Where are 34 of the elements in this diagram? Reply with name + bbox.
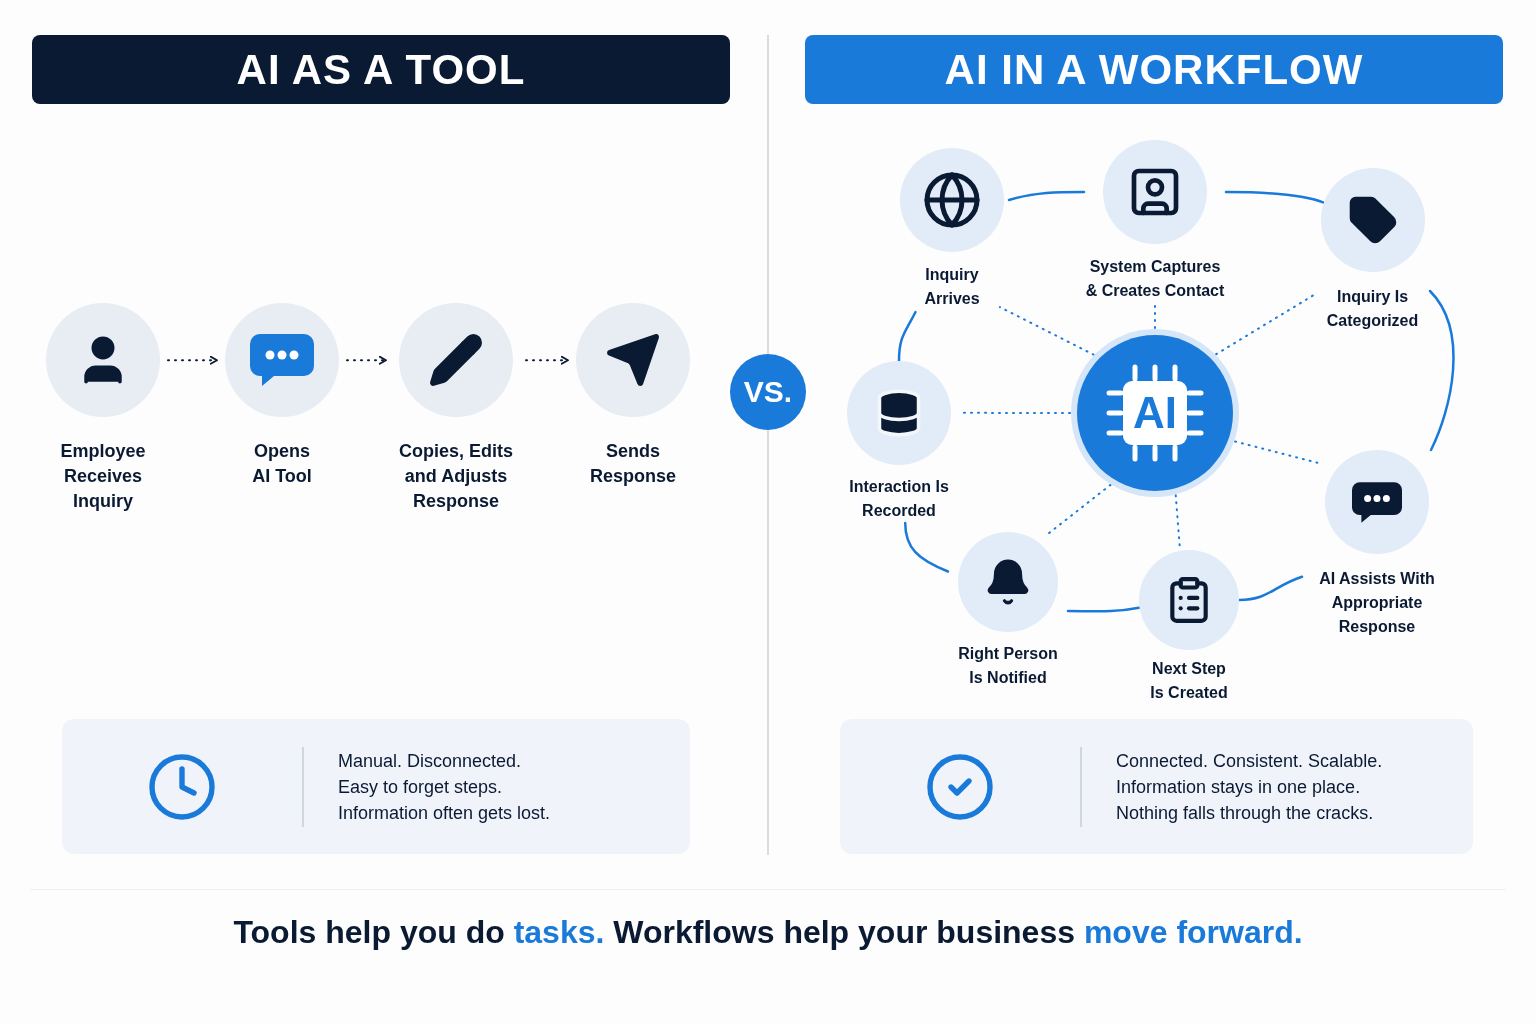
summary-panel xyxy=(62,719,690,854)
step-label: Copies, Edits and Adjusts Response xyxy=(398,440,514,513)
node-label: Inquiry Arrives xyxy=(923,265,981,309)
connector-line xyxy=(903,521,950,573)
hub-label: AI xyxy=(1133,391,1177,435)
summary-line: Information stays in one place. xyxy=(1116,775,1362,799)
connector-line xyxy=(1224,190,1325,204)
summary-line: Manual. Disconnected. xyxy=(338,749,523,773)
connector-line xyxy=(897,310,917,363)
vs-badge: VS. xyxy=(730,354,806,430)
step-label: Sends Response xyxy=(589,440,677,488)
connector-line xyxy=(1007,190,1086,202)
summary-panel xyxy=(840,719,1473,854)
connector-line xyxy=(1237,575,1304,602)
summary-line: Easy to forget steps. xyxy=(338,775,504,799)
section-header: AI AS A TOOL xyxy=(32,35,730,104)
summary-line: Connected. Consistent. Scalable. xyxy=(1116,749,1383,773)
dotted-arrow xyxy=(525,355,569,365)
summary-line: Nothing falls through the cracks. xyxy=(1116,801,1375,825)
step-label: Opens AI Tool xyxy=(251,440,313,488)
dotted-arrow xyxy=(167,355,218,365)
section-header: AI IN A WORKFLOW xyxy=(805,35,1503,104)
connector-line xyxy=(1066,606,1141,613)
node-label: Right Person Is Notified xyxy=(957,644,1059,688)
summary-line: Information often gets lost. xyxy=(338,801,551,825)
node-label: System Captures & Creates Contact xyxy=(1084,257,1226,301)
tagline: Tools help you do tasks. Workflows help your business move forward. xyxy=(232,914,1304,951)
node-label: Inquiry Is Categorized xyxy=(1325,287,1420,331)
connector-line xyxy=(1428,289,1455,452)
node-label: Next Step Is Created xyxy=(1149,659,1229,703)
node-label: AI Assists With Appropriate Response xyxy=(1318,569,1436,637)
step-label: Employee Receives Inquiry xyxy=(59,440,147,513)
dotted-arrow xyxy=(346,355,387,365)
node-label: Interaction Is Recorded xyxy=(848,477,950,521)
